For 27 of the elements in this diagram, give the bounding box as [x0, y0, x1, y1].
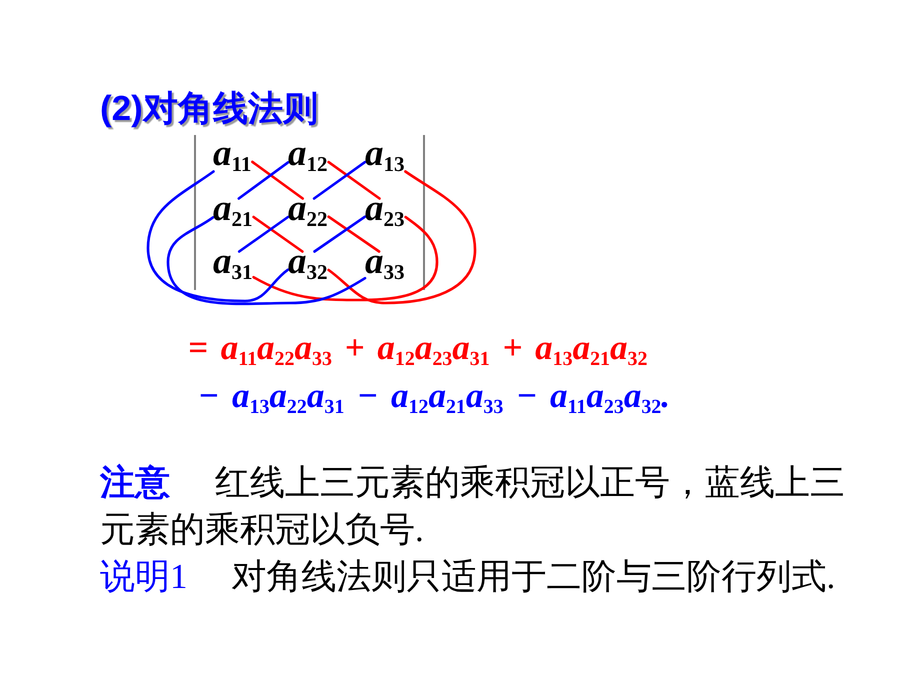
formula-line: − a$_{13}$a$_{22}$a$_{31}$ − a$_{12}$a$_{21}$a$_{33}$ − a$_{11}$a$_{23}$a$_{32}$.: [198, 376, 670, 416]
matrix-entry: a$_{22}$: [288, 198, 329, 226]
matrix-entry: a$_{32}$: [288, 252, 329, 280]
matrix-entry: a$_{21}$: [213, 198, 254, 226]
diagonal-line: [313, 215, 366, 253]
loop-line: [327, 170, 476, 304]
matrix-entry: a$_{13}$: [365, 144, 406, 172]
matrix-entry: a$_{11}$: [213, 144, 252, 172]
loop-line: [166, 216, 366, 306]
diagonal-line: [252, 216, 304, 253]
formula-line: = a$_{11}$a$_{22}$a$_{33}$ + a$_{12}$a$_{23}$a$_{31}$ + a$_{13}$a$_{21}$a$_{32}$: [188, 328, 648, 368]
matrix-entry: a$_{31}$: [213, 252, 254, 280]
matrix-entry: a$_{23}$: [365, 198, 406, 226]
note-text: 对角线法则只适用于二阶与三阶行列式.: [232, 557, 836, 596]
loop-line: [252, 216, 438, 302]
diagonal-line: [327, 160, 381, 200]
matrix-entry: a$_{12}$: [288, 144, 329, 172]
loop-line: [146, 170, 290, 302]
diagonal-line: [238, 216, 290, 253]
matrix-entry: a$_{33}$: [365, 252, 406, 280]
note-text: 注意 红线上三元素的乘积冠以正号，蓝线上三元素的乘积冠以负号.: [100, 462, 846, 551]
diagonal-line: [251, 160, 304, 200]
diagonal-line: [327, 215, 380, 253]
diagonal-line: [312, 160, 366, 200]
diagonal-line: [238, 161, 290, 200]
note-heading: 说明1: [100, 557, 188, 596]
title: (2)对角线法则: [100, 89, 318, 129]
